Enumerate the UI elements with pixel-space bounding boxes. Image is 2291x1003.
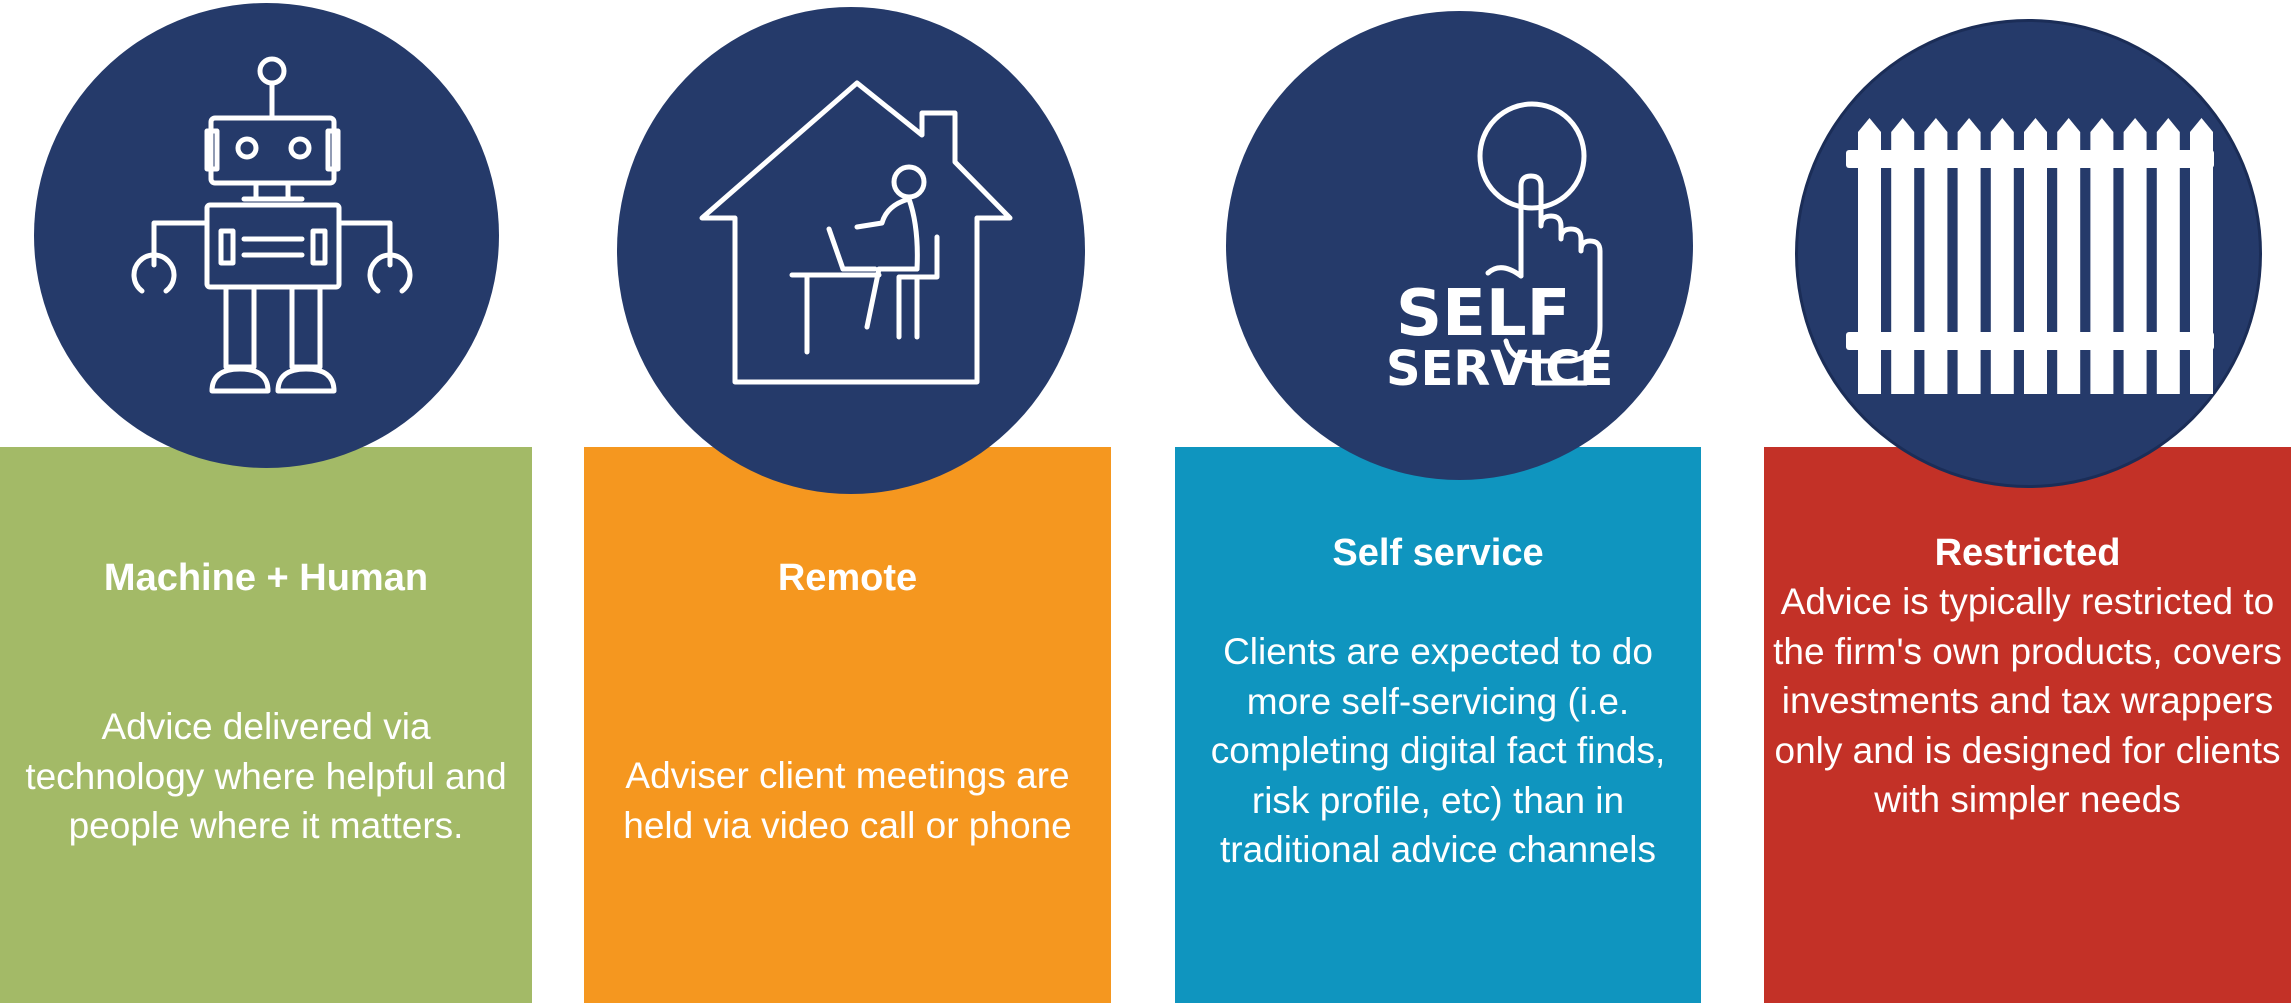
- restricted-card: Restricted Advice is typically restricte…: [1764, 447, 2291, 1003]
- restricted-icon-circle: [1795, 19, 2262, 488]
- fence-picket: [1990, 118, 2014, 394]
- self-service-icon-text-self: SELF: [1396, 277, 1570, 351]
- restricted-title: Restricted: [1934, 532, 2121, 574]
- remote-title: Remote: [777, 557, 918, 599]
- fence-picket: [2190, 118, 2213, 394]
- self-service-title: Self service: [1332, 532, 1544, 574]
- self-service-hand-tap-icon: SELF SERVICE: [1386, 101, 1613, 397]
- remote-card: Remote Adviser client meetings are held …: [584, 447, 1111, 1003]
- picket-fence-icon: [1846, 118, 2214, 394]
- fence-rail: [1846, 332, 2214, 350]
- remote-icon-circle: [617, 7, 1085, 494]
- self-service-icon-circle: SELF SERVICE: [1226, 11, 1693, 480]
- fence-picket: [1891, 118, 1915, 394]
- fence-picket: [1858, 118, 1881, 394]
- machine-human-description: Advice delivered via technology where he…: [25, 706, 507, 846]
- self-service-description: Clients are expected to do more self-ser…: [1210, 631, 1666, 870]
- fence-picket: [2024, 118, 2047, 394]
- self-service-icon-text-service: SERVICE: [1386, 341, 1613, 397]
- fence-picket: [2090, 118, 2114, 394]
- fence-picket: [1957, 118, 1981, 394]
- robot-icon: [131, 56, 413, 394]
- house-with-person-at-computer-icon: [699, 80, 1013, 385]
- remote-description: Adviser client meetings are held via vid…: [623, 755, 1072, 846]
- restricted-description: Advice is typically restricted to the fi…: [1773, 581, 2282, 820]
- machine-human-title: Machine + Human: [103, 557, 429, 599]
- fence-picket: [1924, 118, 1948, 394]
- fence-picket: [2123, 118, 2147, 394]
- machine-human-card: Machine + Human Advice delivered via tec…: [0, 447, 532, 1003]
- self-service-card: Self service Clients are expected to do …: [1175, 447, 1701, 1003]
- fence-picket: [2057, 118, 2081, 394]
- fence-rail: [1846, 150, 2214, 168]
- machine-human-icon-circle: [34, 3, 499, 468]
- fence-picket: [2156, 118, 2180, 394]
